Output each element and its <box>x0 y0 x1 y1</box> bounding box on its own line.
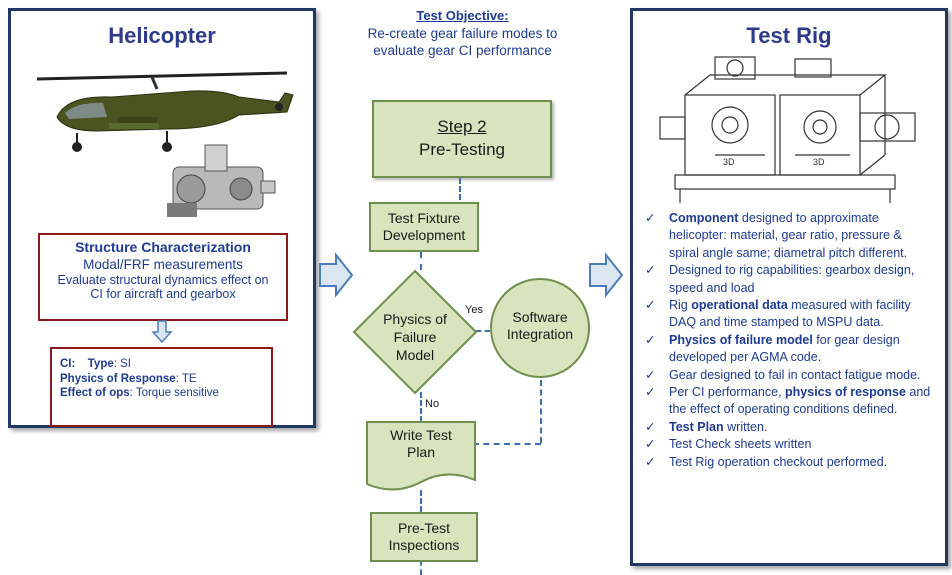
structure-characterization-box: Structure Characterization Modal/FRF mea… <box>38 233 288 321</box>
checklist-item: ✓Rig operational data measured with faci… <box>645 298 911 330</box>
test-objective-line-2: evaluate gear CI performance <box>373 43 552 58</box>
ci-ops-value: : Torque sensitive <box>129 387 219 399</box>
no-label: No <box>425 398 440 410</box>
test-rig-title: Test Rig <box>746 23 832 48</box>
connector-write-to-inspect <box>420 490 422 512</box>
check-icon: ✓ <box>645 437 656 452</box>
write-line-2: Plan <box>406 444 436 460</box>
structure-line-3: CI for aircraft and gearbox <box>90 287 236 301</box>
software-integration-circle: Software Integration <box>490 278 590 378</box>
check-icon: ✓ <box>645 454 656 469</box>
connector-software-to-write <box>473 443 541 445</box>
checklist-item: ✓Per CI performance, physics of response… <box>645 385 931 417</box>
checklist-item: ✓Designed to rig capabilities: gearbox d… <box>645 263 915 295</box>
pre-test-inspections-box: Pre-Test Inspections <box>370 512 478 562</box>
check-icon: ✓ <box>645 385 656 400</box>
connector-physics-to-write <box>420 392 422 422</box>
checklist-item: ✓Test Plan written. <box>639 419 935 436</box>
connector-yes-to-software <box>476 330 490 332</box>
step-title: Step 2 <box>437 117 487 136</box>
ci-type-row: CI: Type: SI <box>60 357 271 372</box>
helicopter-image <box>36 71 294 152</box>
ci-response-label: Physics of Response <box>60 372 176 385</box>
checklist-item: ✓Test Check sheets written <box>639 436 935 453</box>
inspect-line-2: Inspections <box>388 537 460 553</box>
check-icon: ✓ <box>645 419 656 434</box>
connector-inspect-out <box>420 560 422 575</box>
test-objective: Test Objective: Re-create gear failure m… <box>355 8 570 58</box>
checklist-item: ✓Test Rig operation checkout performed. <box>639 454 935 471</box>
structure-line-1: Modal/FRF measurements <box>83 257 243 272</box>
physics-of-failure-diamond <box>352 269 478 395</box>
checklist-item: ✓Gear designed to fail in contact fatigu… <box>639 367 935 384</box>
ci-type-value: : SI <box>113 358 132 370</box>
ci-label: CI: <box>60 358 76 370</box>
test-rig-panel: Test Rig 3D 3D ✓Componen <box>630 8 948 566</box>
gearbox-image <box>167 144 276 217</box>
helicopter-panel: Helicopter Structure Characterization Mo… <box>8 8 316 428</box>
physics-line-3: Model <box>395 347 435 363</box>
write-test-plan-shape <box>366 421 476 491</box>
ci-box: CI: Type: SI Physics of Response: TE Eff… <box>50 347 273 427</box>
write-test-plan-text: Write Test Plan <box>365 427 477 461</box>
software-line-2: Integration <box>506 326 574 342</box>
test-objective-title: Test Objective: <box>416 8 509 23</box>
checklist-item: ✓Physics of failure model for gear desig… <box>645 332 900 365</box>
connector-software-down <box>540 380 542 443</box>
check-icon: ✓ <box>645 332 656 347</box>
test-rig-image: 3D 3D <box>659 56 916 203</box>
test-fixture-line-2: Development <box>382 227 466 243</box>
helicopter-title: Helicopter <box>108 23 216 48</box>
physics-of-failure-text: Physics of Failure Model <box>370 310 460 364</box>
check-icon: ✓ <box>645 263 656 278</box>
test-fixture-box: Test Fixture Development <box>369 202 479 252</box>
check-icon: ✓ <box>645 298 656 313</box>
ci-type-label: Type <box>87 358 114 370</box>
structure-line-2: Evaluate structural dynamics effect on <box>57 273 269 287</box>
step-box: Step 2 Pre-Testing <box>372 100 552 178</box>
svg-text:3D: 3D <box>723 157 735 167</box>
test-rig-checklist: ✓Component designed to approximate helic… <box>639 210 935 471</box>
ci-ops-label: Effect of ops <box>60 387 130 399</box>
svg-text:3D: 3D <box>813 157 825 167</box>
test-objective-line-1: Re-create gear failure modes to <box>367 26 558 41</box>
right-arrow-icon-right <box>589 252 624 298</box>
check-icon: ✓ <box>645 367 656 382</box>
structure-heading: Structure Characterization <box>75 239 251 255</box>
check-icon: ✓ <box>645 211 656 225</box>
step-subtitle: Pre-Testing <box>419 140 505 159</box>
connector-step-to-fixture <box>459 178 461 200</box>
inspect-line-1: Pre-Test <box>397 520 451 536</box>
ci-response-row: Physics of Response: TE <box>60 372 271 387</box>
checklist-item: ✓Component designed to approximate helic… <box>645 211 908 260</box>
yes-label: Yes <box>465 304 483 316</box>
ci-response-value: : TE <box>175 372 197 385</box>
test-fixture-line-1: Test Fixture <box>387 210 461 226</box>
write-line-1: Write Test <box>390 427 452 443</box>
down-arrow-icon <box>151 320 173 344</box>
right-arrow-icon-left <box>319 252 354 298</box>
physics-line-2: Failure <box>393 329 437 345</box>
ci-ops-row: Effect of ops: Torque sensitive <box>60 386 271 401</box>
software-line-1: Software <box>512 309 568 325</box>
connector-fixture-to-physics <box>420 252 422 270</box>
physics-line-1: Physics of <box>383 311 447 327</box>
